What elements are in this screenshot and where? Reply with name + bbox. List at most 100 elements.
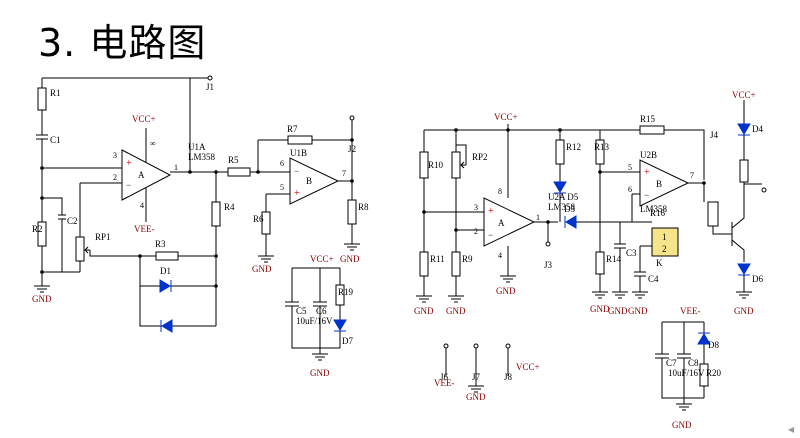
gnd-label-4: GND (310, 368, 330, 378)
label-u1a: U1A (188, 142, 206, 152)
potentiometer-rp2 (451, 151, 461, 179)
relay-k (651, 227, 679, 257)
j1-terminal (207, 75, 213, 81)
gnd-label-10: GND (628, 306, 648, 316)
label-r15: R15 (640, 114, 656, 124)
label-d7: D7 (342, 336, 353, 346)
relay-pin-1: 1 (662, 232, 667, 242)
minus-sign: − (126, 180, 131, 190)
resistor-base (707, 201, 719, 227)
pin-8: 8 (498, 187, 502, 196)
opamp-u1b-letter: B (306, 176, 312, 186)
pin-6b: 6 (628, 185, 632, 194)
diode-d1b (161, 319, 173, 333)
resistor-r14 (595, 251, 605, 275)
gnd-label-13: GND (466, 392, 486, 402)
minus-sign-c: − (488, 230, 493, 240)
opamp-u2a (483, 197, 536, 247)
vcc-label-4: VCC+ (732, 90, 756, 100)
led-d5 (553, 181, 567, 193)
label-c1: C1 (50, 135, 61, 145)
resistor-r12 (555, 139, 565, 165)
gnd-label-12: GND (672, 420, 692, 430)
opamp-u1a-letter: A (138, 170, 145, 180)
label-d6: D6 (752, 274, 763, 284)
plus-sign-c: + (488, 206, 494, 217)
label-j3: J3 (544, 260, 553, 270)
label-r10: R10 (428, 160, 444, 170)
right-circuit: VCC+ R10 R11 GND RP2 R9 GND A + − (414, 90, 767, 430)
label-r12: R12 (566, 142, 581, 152)
resistor-r7 (287, 135, 313, 145)
label-c5: C5 (296, 306, 307, 316)
vcc-label-3: VCC+ (494, 112, 518, 122)
resistor-r1 (37, 87, 47, 111)
resistor-r9 (451, 251, 461, 277)
label-c2: C2 (67, 216, 78, 226)
led-d7 (333, 319, 347, 331)
resistor-r5 (227, 167, 251, 177)
label-k: K (656, 258, 663, 268)
label-lm358-c: LM358 (640, 204, 668, 214)
relay-pin-2: 2 (662, 244, 667, 254)
plus-sign: + (126, 158, 132, 169)
label-j7: J7 (472, 372, 481, 382)
vcc-label-1: VCC+ (132, 114, 156, 124)
diode-d3 (565, 215, 577, 229)
label-r20: R20 (706, 368, 722, 378)
vee-label-3: VEE- (434, 378, 455, 388)
gnd-label-5: GND (414, 306, 434, 316)
resistor-r4 (211, 201, 221, 227)
gnd-label-2: GND (252, 264, 272, 274)
label-j2: J2 (348, 144, 356, 154)
pin-2b: 2 (474, 227, 478, 236)
label-r16: R16 (650, 208, 666, 218)
label-rp2: RP2 (472, 152, 488, 162)
gnd-label-3: GND (340, 254, 360, 264)
potentiometer-rp1 (75, 236, 85, 262)
gnd-label-8: GND (590, 304, 610, 314)
plus-sign-d: + (644, 167, 650, 178)
left-circuit: J1 R1 C1 R2 GND C2 RP1 (32, 75, 369, 378)
label-lm358-a: LM358 (188, 152, 216, 162)
label-r19: R19 (338, 287, 354, 297)
pin-3: 3 (113, 151, 117, 160)
opamp-u1b (289, 157, 340, 205)
chevron-left-icon[interactable]: ◀ (788, 425, 795, 434)
label-r8: R8 (358, 202, 369, 212)
label-j1: J1 (206, 82, 214, 92)
pin-6: 6 (280, 159, 284, 168)
resistor-r8 (347, 199, 357, 225)
label-r11: R11 (430, 254, 445, 264)
label-d4: D4 (752, 124, 763, 134)
gnd-label-1: GND (32, 294, 52, 304)
label-c6: C6 (316, 306, 327, 316)
led-d4 (737, 123, 751, 135)
gnd-label-9: GND (608, 306, 628, 316)
pin-3b: 3 (474, 203, 478, 212)
label-j6: J6 (440, 372, 449, 382)
pin-7b: 7 (690, 171, 694, 180)
label-u1b: U1B (290, 148, 307, 158)
label-c4: C4 (648, 274, 659, 284)
resistor-collector (739, 159, 749, 183)
label-r4: R4 (224, 202, 235, 212)
resistor-r11 (419, 251, 429, 277)
label-d8: D8 (708, 340, 719, 350)
diode-d1 (159, 279, 171, 293)
pin-4b: 4 (498, 251, 502, 260)
label-u2b: U2B (640, 150, 657, 160)
cap-value-1: 10uF/16V (296, 316, 333, 326)
label-r13: R13 (594, 142, 610, 152)
pin-1: 1 (174, 163, 178, 172)
vee-label-1: VEE- (134, 224, 155, 234)
gnd-label-11: GND (734, 306, 754, 316)
label-r5: R5 (228, 155, 239, 165)
pin-7: 7 (342, 169, 346, 178)
label-rp1: RP1 (95, 232, 111, 242)
opamp-u2b-letter: B (656, 179, 662, 189)
label-j4: J4 (710, 130, 719, 140)
cap-value-2: 10uF/16V (668, 368, 705, 378)
pin-5: 5 (280, 183, 284, 192)
